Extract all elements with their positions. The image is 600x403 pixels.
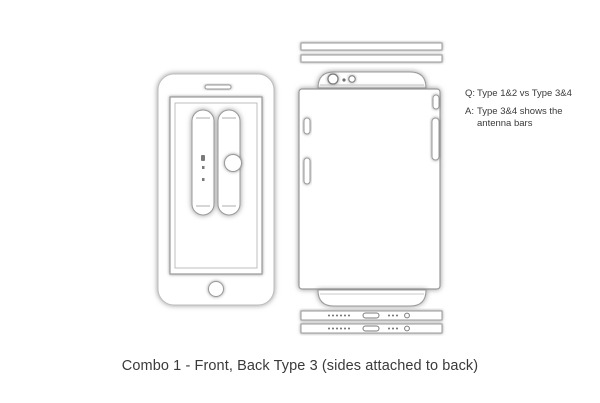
front-skin (157, 73, 275, 306)
bottom-edge-strips (300, 310, 443, 334)
bottom-strip-1-cutouts (328, 312, 410, 319)
top-strip-1 (300, 42, 443, 51)
front-home-button (208, 281, 224, 297)
answer-line-1: A:Type 3&4 shows the (465, 106, 563, 118)
bottom-strip-2-cutouts (328, 325, 410, 332)
back-bottom-cap (317, 289, 427, 307)
question-line: Q:Type 1&2 vs Type 3&4 (465, 88, 572, 100)
question-text: Type 1&2 vs Type 3&4 (477, 88, 572, 99)
power-button-cutout (224, 154, 242, 172)
left-side-strip (191, 109, 215, 216)
right-tab-top (432, 94, 440, 110)
top-strip-2 (300, 54, 443, 63)
back-main-panel (298, 88, 441, 290)
caption: Combo 1 - Front, Back Type 3 (sides atta… (121, 358, 479, 374)
back-skin (298, 71, 441, 307)
mic-dot (342, 78, 346, 82)
left-tab-volume (303, 157, 311, 185)
answer-text-1: Type 3&4 shows the (477, 106, 563, 117)
left-tab-mute (303, 117, 311, 135)
front-earpiece (204, 84, 232, 90)
camera-cutout (327, 73, 339, 85)
side-strips (191, 109, 242, 216)
back-top-cap (317, 71, 427, 89)
answer-prefix: A: (465, 106, 474, 117)
question-prefix: Q: (465, 88, 476, 99)
mute-switch-cutout (201, 155, 205, 161)
answer-line-2: antenna bars (477, 118, 533, 129)
flash-cutout (348, 75, 356, 83)
right-tab-power (431, 117, 440, 161)
volume-dot-lower (202, 178, 205, 181)
top-edge-strips (300, 42, 443, 63)
volume-dot-upper (202, 166, 205, 169)
